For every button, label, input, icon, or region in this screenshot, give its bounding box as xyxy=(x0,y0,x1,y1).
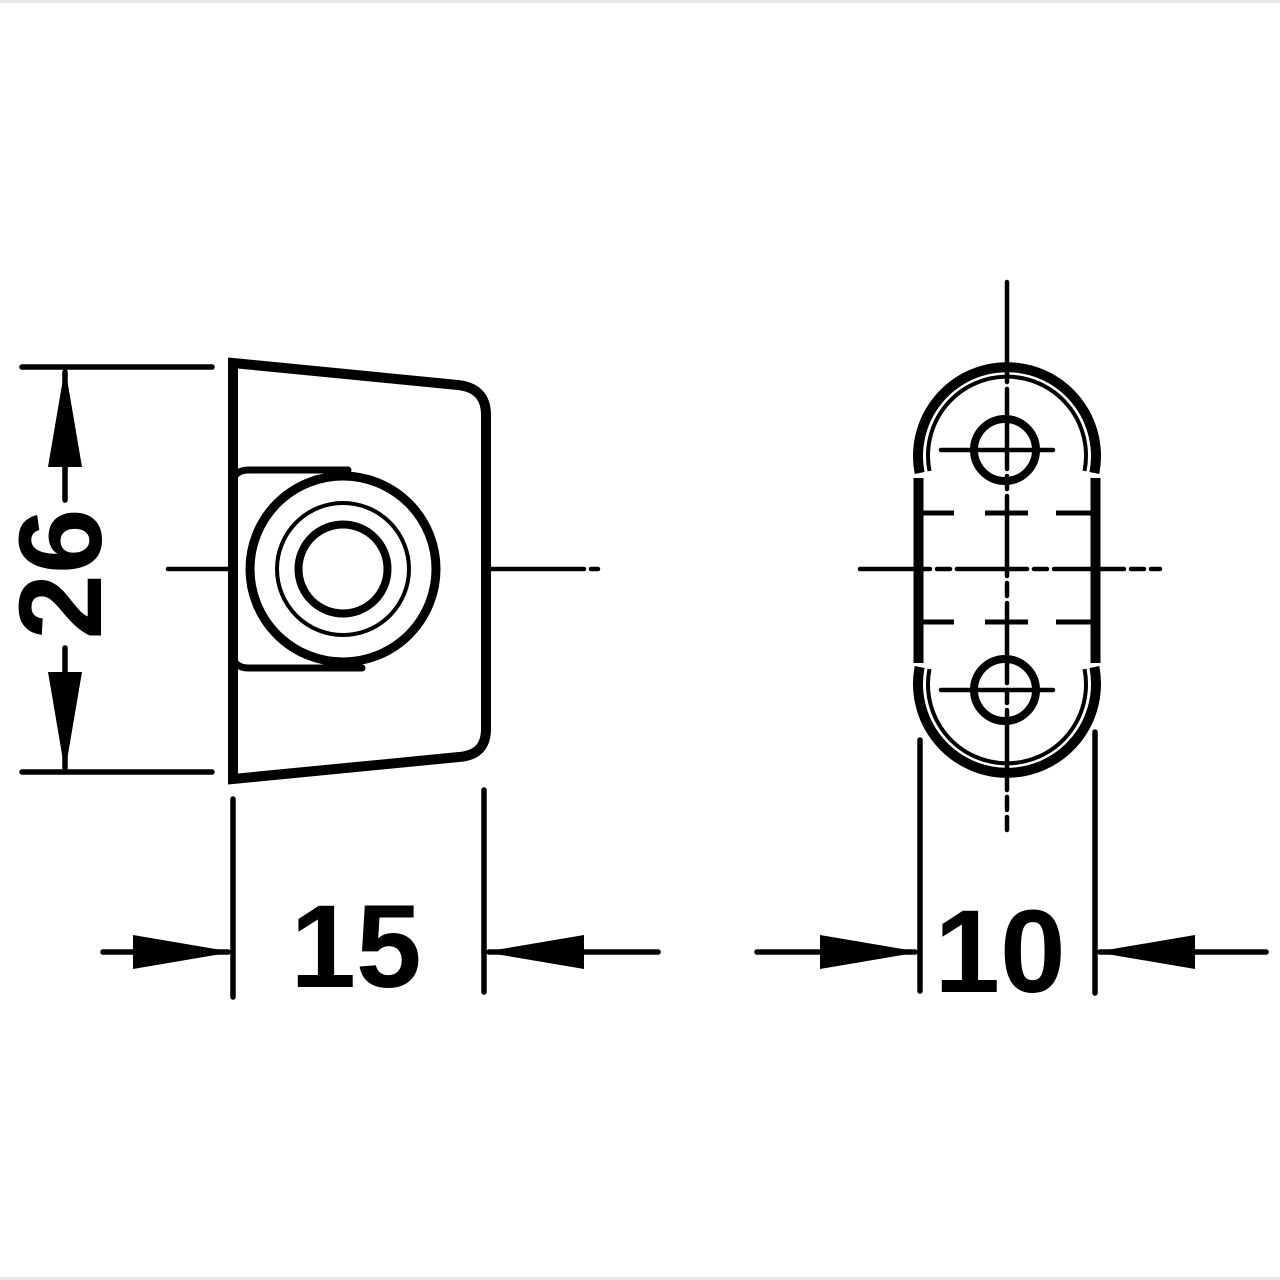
side-top-arc-outer xyxy=(913,362,1101,474)
dimension-10: 10 xyxy=(754,729,1269,1018)
dim26-label: 26 xyxy=(0,508,127,639)
dim10-arrow-left-icon xyxy=(1095,935,1195,969)
boss-circle xyxy=(245,471,441,667)
dim26-arrow-down-icon xyxy=(48,672,82,772)
front-inner-edge-bottom xyxy=(229,650,366,672)
front-view xyxy=(165,357,601,785)
dimension-26: 26 xyxy=(0,364,215,775)
side-top-hole xyxy=(970,415,1040,485)
dim10-arrow-right-icon xyxy=(820,935,920,969)
dim15-arrow-left-icon xyxy=(484,935,584,969)
dim26-arrow-up-icon xyxy=(48,367,82,467)
side-bottom-arc-inner xyxy=(926,668,1088,766)
front-inner-edge-top xyxy=(229,466,352,488)
front-view-outline xyxy=(228,357,491,785)
dim15-label: 15 xyxy=(290,881,421,1013)
dim10-label: 10 xyxy=(934,886,1065,1018)
side-bottom-arc-outer xyxy=(913,666,1101,778)
side-bottom-hole xyxy=(970,655,1040,725)
thread-circle xyxy=(275,501,411,637)
side-top-arc-inner xyxy=(926,374,1088,472)
side-view xyxy=(857,279,1163,833)
bore-circle xyxy=(294,520,392,618)
dimension-15: 15 xyxy=(100,787,661,1013)
dim15-arrow-right-icon xyxy=(133,935,233,969)
